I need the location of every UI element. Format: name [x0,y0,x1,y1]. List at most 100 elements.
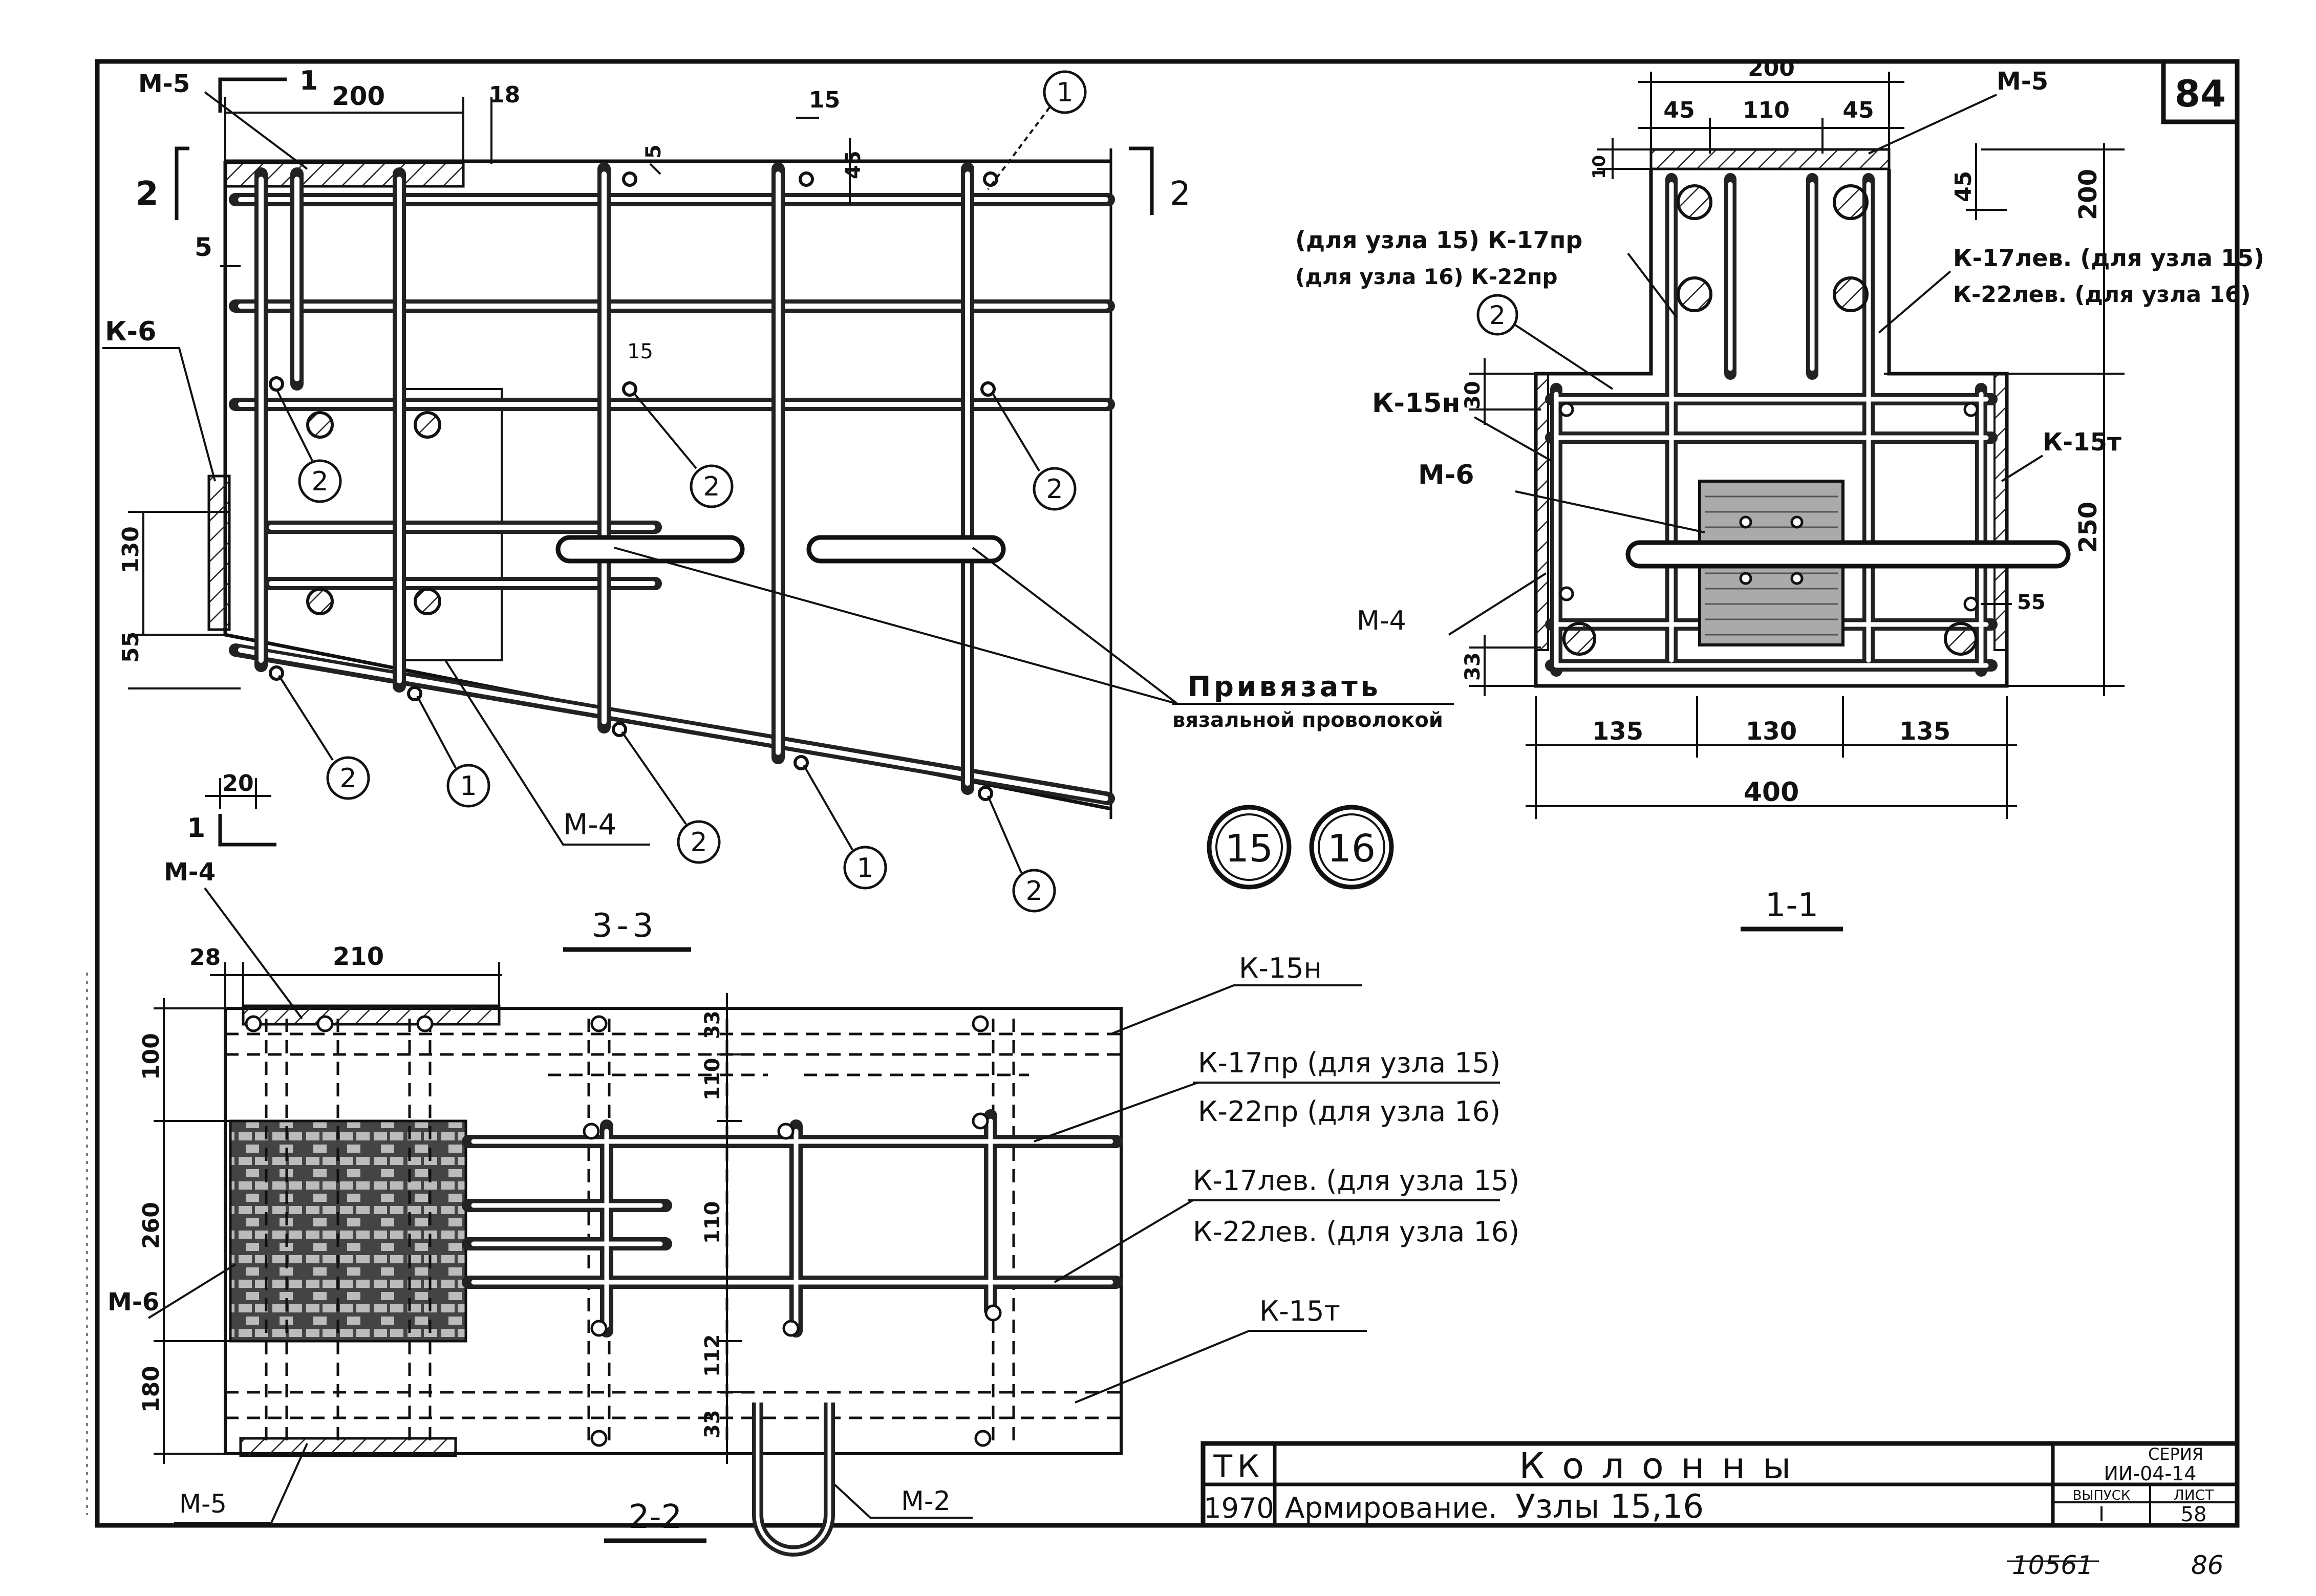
label-k15n-section: К-15н [1372,388,1460,419]
label-m4-section: М-4 [1357,606,1406,636]
dim-45-right: 45 [1842,97,1874,123]
dim-45-left: 45 [1663,97,1695,123]
stamp-issue-label: ВЫПУСК [2073,1488,2131,1503]
note-line-1: Привязать [1188,671,1381,703]
dim-33-bottom: 33 [701,1410,724,1438]
label-m6-section: М-6 [1418,460,1474,490]
plate-k15n [1535,373,1549,651]
dim-100: 100 [138,1033,164,1080]
view-2-2-dims [154,962,742,1464]
small-bar-dots [269,171,998,801]
dim-135-left: 135 [1592,717,1643,746]
connector-bar-1 [555,535,745,564]
dim-18: 18 [489,82,520,108]
view-3-3-callouts: 1 2 2 2 2 1 2 1 2 [275,70,1087,913]
cut-2-left: 2 [136,175,159,213]
stamp-series-label: СЕРИЯ [2148,1444,2203,1464]
sheet-frame [95,59,2240,1528]
note-leader-1 [614,547,1178,705]
stirrups-inner [259,171,970,786]
leader-m4-section [1448,572,1547,636]
callout-2-a: 2 [311,466,328,497]
plate-m5-top [1649,148,1891,170]
dim-400: 400 [1744,777,1799,808]
dim-200-vert: 200 [2074,169,2103,220]
label-k6: К-6 [105,316,156,347]
label-m4-22: М-4 [164,858,216,887]
view-3-3-outline [223,161,1111,811]
plate-m6 [207,475,231,631]
callout-2-e: 2 [690,827,707,858]
dim-135-right: 135 [1899,717,1950,746]
callout-2-section-label: 2 [1489,300,1506,330]
label-k15t-22: К-15т [1259,1295,1340,1327]
label-m5-22: М-5 [179,1489,227,1519]
label-m5-section: М-5 [1997,67,2048,96]
callout-2-c: 2 [1046,474,1063,505]
section-title-3-3: 3-3 [592,907,658,945]
section-small-dots [1559,402,1979,612]
stirrups [254,162,974,795]
sheet-number-box [2161,59,2240,124]
dim-180: 180 [138,1366,164,1413]
label-k22lev-22: К-22лев. (для узла 16) [1193,1216,1519,1248]
view-2-2: 28 210 100 260 180 33 110 110 112 33 М-4… [108,858,1519,1557]
dim-33: 33 [1461,652,1485,681]
callout-2-section [1476,294,1518,336]
leader-k15n-22 [1110,984,1362,1035]
leader-m6-22 [147,1263,237,1319]
stamp-title: Колонны [1519,1445,1809,1487]
note-leader-2 [972,547,1178,705]
longitudinal-bars-inner [238,197,1108,801]
leader-m4-22 [204,887,303,1020]
dim-20: 20 [222,770,253,796]
dim-200-top: 200 [1748,55,1795,81]
stamp-issue-value: I [2098,1503,2105,1526]
dim-210: 210 [333,942,384,971]
stamp-org: ТК [1213,1449,1264,1484]
view-1-1: 200 45 110 45 10 45 200 30 250 55 33 135… [1295,55,2264,932]
label-m4: М-4 [563,808,616,842]
dim-130: 130 [1746,717,1797,746]
stamp-series-value: ИИ-04-14 [2104,1462,2197,1485]
hairpin-m2 [752,1403,835,1557]
leader-m6-section [1515,490,1705,533]
dim-15-top: 15 [809,87,840,113]
label-k15n-22: К-15н [1239,952,1322,984]
stamp-subtitle-label: Армирование. [1285,1492,1497,1525]
dim-30: 30 [1461,381,1485,409]
cut-1-bottom: 1 [187,813,205,844]
cut-2-right: 2 [1170,175,1191,213]
label-m5: М-5 [138,70,190,98]
plate-k15t [1993,373,2008,651]
stamp-subtitle-nodes: Узлы 15,16 [1515,1488,1704,1526]
leader-k17lev-22 [1054,1199,1194,1283]
section-bar-circles [1562,184,1978,656]
label-k22pr-section: (для узла 16) К-22пр [1295,264,1558,289]
note-line-2: вязальной проволокой [1172,708,1443,732]
leader-k15t-section [2001,455,2044,482]
leader-k17lev-section [1878,270,1952,334]
bar-sections [306,411,441,615]
dim-200: 200 [332,81,385,111]
label-k17pr-22: К-17пр (для узла 15) [1198,1047,1500,1079]
plate-m6-22 [229,1119,467,1343]
label-k17lev-22: К-17лев. (для узла 15) [1193,1164,1519,1197]
view-3-3: 200 18 15 45 5 5 15 130 55 20 М-5 К-6 М-… [102,66,1454,952]
dim-15-mid: 15 [627,340,653,363]
badge-15: 15 [1225,827,1273,871]
dim-5-b: 5 [195,232,212,262]
leader-m4 [444,659,650,846]
plan-bar-dots [245,1015,1002,1447]
label-k15t-section: К-15т [2043,428,2121,457]
leader-k17pr-22 [1034,1082,1198,1142]
leader-callout-2 [1514,324,1614,390]
dim-260: 260 [138,1202,164,1249]
dim-33-top: 33 [701,1010,724,1039]
node-badges: 15 16 [1207,805,1394,890]
dim-5-a: 5 [642,144,666,159]
view-2-2-outline [224,1007,1123,1455]
dim-10: 10 [1589,155,1610,179]
label-m6-22: М-6 [108,1288,159,1317]
